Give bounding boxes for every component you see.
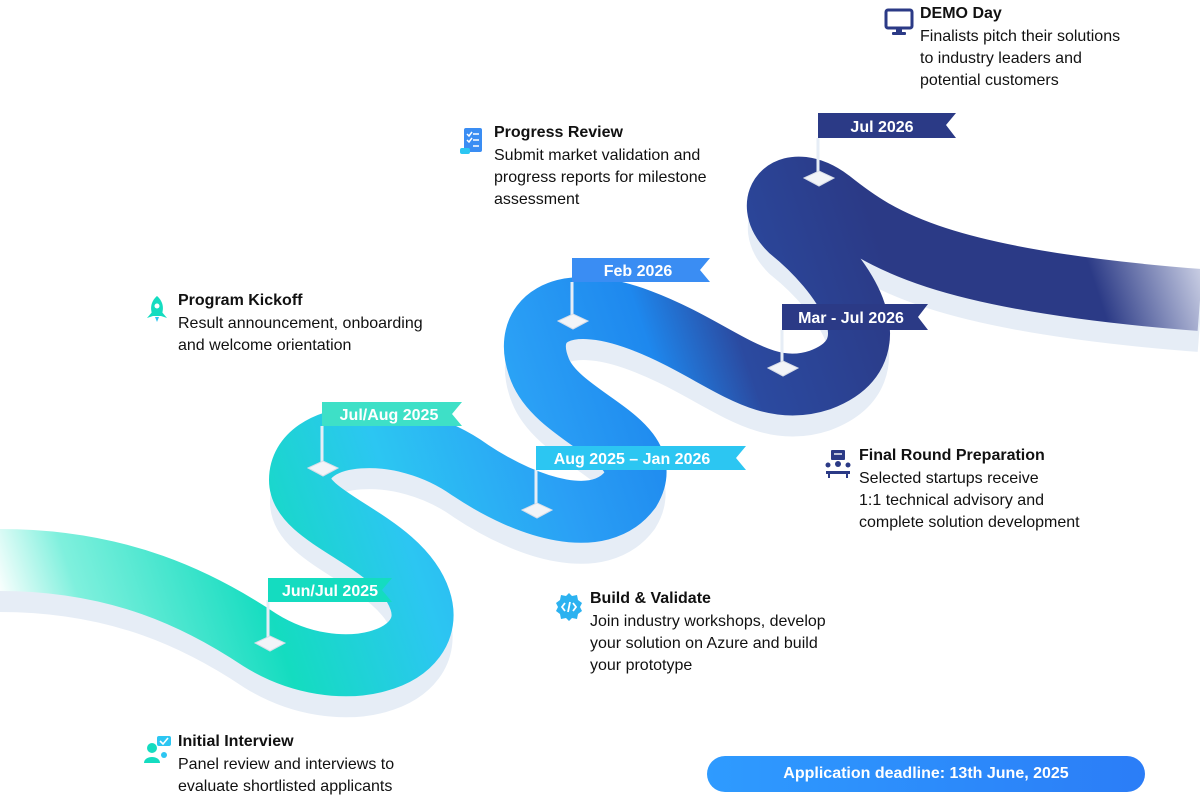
milestone-progress-review: Progress Review Submit market validation…: [458, 124, 758, 210]
milestone-title: DEMO Day: [920, 5, 1002, 22]
milestone-description: Panel review and interviews to evaluate …: [178, 756, 395, 795]
application-deadline-banner: Application deadline: 13th June, 2025: [707, 756, 1145, 792]
flag-mar-jul-2026: Mar - Jul 2026: [766, 304, 928, 377]
flag-label: Feb 2026: [604, 263, 673, 280]
rocket-icon: [147, 296, 167, 322]
flag-feb-2026: Feb 2026: [556, 258, 710, 330]
road-path: [0, 156, 1200, 697]
milestone-description: Join industry workshops, develop your so…: [590, 613, 826, 674]
flag-label: Jul 2026: [850, 119, 913, 136]
interview-chat-icon: [144, 736, 171, 763]
flag-jul-2026: Jul 2026: [802, 113, 956, 187]
milestone-final-round-preparation: Final Round Preparation Selected startup…: [823, 447, 1143, 533]
milestone-demo-day: DEMO Day Finalists pitch their solutions…: [884, 5, 1174, 91]
flag-label: Jun/Jul 2025: [282, 583, 378, 600]
milestone-title: Build & Validate: [590, 590, 711, 607]
milestone-description: Result announcement, onboarding and welc…: [178, 315, 423, 354]
flag-label: Jul/Aug 2025: [340, 407, 439, 424]
milestone-title: Progress Review: [494, 124, 623, 141]
milestone-title: Final Round Preparation: [859, 447, 1045, 464]
flag-label: Mar - Jul 2026: [798, 310, 904, 327]
team-presentation-icon: [825, 450, 851, 478]
monitor-icon: [884, 8, 914, 35]
checklist-document-icon: [460, 128, 482, 154]
milestone-build-validate: Build & Validate Join industry workshops…: [554, 590, 864, 676]
code-gear-icon: [556, 593, 582, 621]
milestone-description: Finalists pitch their solutions to indus…: [920, 28, 1121, 89]
milestone-title: Program Kickoff: [178, 292, 303, 309]
milestone-description: Submit market validation and progress re…: [494, 147, 707, 208]
milestone-description: Selected startups receive 1:1 technical …: [859, 470, 1080, 531]
flag-jun-jul-2025: Jun/Jul 2025: [253, 578, 392, 652]
flag-label: Aug 2025 – Jan 2026: [554, 451, 711, 468]
flag-jul-aug-2025: Jul/Aug 2025: [306, 402, 462, 477]
milestone-initial-interview: Initial Interview Panel review and inter…: [142, 733, 442, 795]
milestone-title: Initial Interview: [178, 733, 294, 750]
flag-aug-2025-jan-2026: Aug 2025 – Jan 2026: [520, 446, 746, 519]
milestone-program-kickoff: Program Kickoff Result announcement, onb…: [142, 292, 462, 356]
